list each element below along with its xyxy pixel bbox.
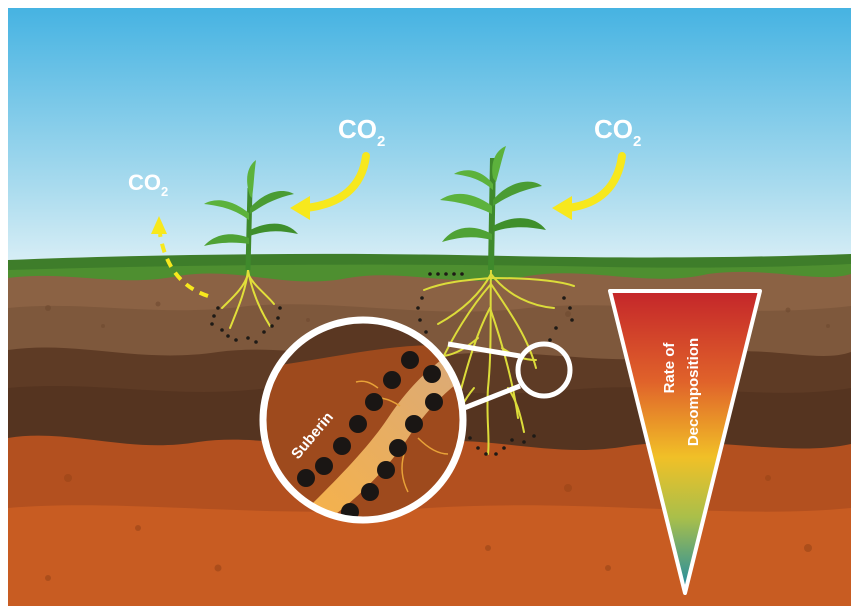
soil-carbon-diagram: Suberin Rate of Decomposition CO2 CO2 CO… — [8, 8, 851, 606]
curved-arrow-icon — [290, 152, 370, 220]
diagram-canvas: Suberin Rate of Decomposition CO2 CO2 CO… — [8, 8, 851, 606]
gradient-label-line1: Rate of — [661, 342, 678, 394]
left-root-carbon-dots — [210, 306, 282, 344]
gradient-label-line2: Decomposition — [685, 338, 702, 446]
magnifier-inset — [259, 316, 467, 524]
dashed-arrow-icon — [151, 216, 209, 298]
decomposition-gradient: Rate of Decomposition — [608, 289, 762, 595]
sky — [8, 8, 851, 283]
right-root-carbon-dots — [416, 272, 574, 456]
co2-label-right: CO2 — [594, 114, 641, 150]
co2-label-left: CO2 — [128, 170, 168, 199]
suberin-root — [308, 348, 463, 520]
magnifier-target — [515, 341, 573, 399]
left-plant — [204, 160, 298, 271]
curved-arrow-icon — [552, 152, 626, 220]
left-plant-roots — [221, 269, 275, 329]
right-plant — [440, 146, 546, 271]
co2-label-center: CO2 — [338, 114, 385, 150]
